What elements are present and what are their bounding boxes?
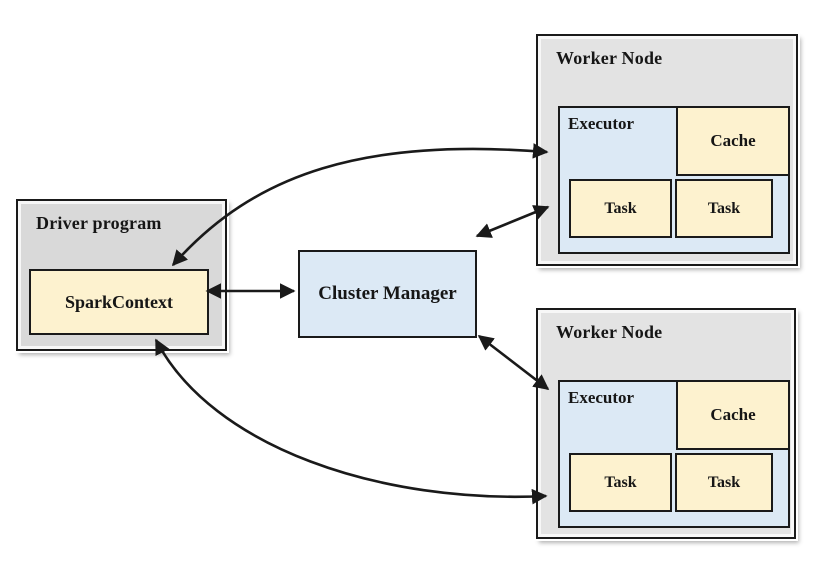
spark-context-label: SparkContext [64,291,173,312]
arrow-sparkcontext-worker1 [171,143,549,267]
worker-node-2-task-2-label: Task [707,473,741,491]
worker-node-1-task-2-label: Task [707,199,741,217]
worker-node-2-box: Worker Node Executor Cache Task Task [534,306,798,541]
worker-node-1-cache-label: Cache [710,131,756,150]
worker-node-1-task-box-2: Task [675,179,773,238]
worker-node-1-task-box-1: Task [569,179,672,238]
worker-node-2-task-1-label: Task [604,473,637,491]
driver-program-box: Driver program SparkContext [14,197,229,353]
worker-node-1-title: Worker Node [556,48,663,68]
worker-node-2-task-box-1: Task [569,453,672,512]
worker-node-2-executor-box: Executor Cache Task Task [558,380,790,528]
worker-node-1-executor-label: Executor [568,114,635,133]
worker-node-1-box: Worker Node Executor Cache Task Task [534,32,800,268]
cluster-manager-label: Cluster Manager [318,283,457,304]
cluster-manager-box: Cluster Manager [298,250,477,338]
worker-node-2-title: Worker Node [556,322,663,342]
driver-program-title: Driver program [36,213,162,233]
spark-context-box: SparkContext [29,269,209,335]
worker-node-2-cache-box: Cache [676,380,790,450]
worker-node-1-cache-box: Cache [676,106,790,176]
worker-node-2-executor-label: Executor [568,388,635,407]
arrow-sparkcontext-worker2 [154,338,548,505]
worker-node-2-task-box-2: Task [675,453,773,512]
worker-node-1-executor-box: Executor Cache Task Task [558,106,790,254]
worker-node-1-task-1-label: Task [604,199,637,217]
worker-node-2-cache-label: Cache [710,405,756,424]
